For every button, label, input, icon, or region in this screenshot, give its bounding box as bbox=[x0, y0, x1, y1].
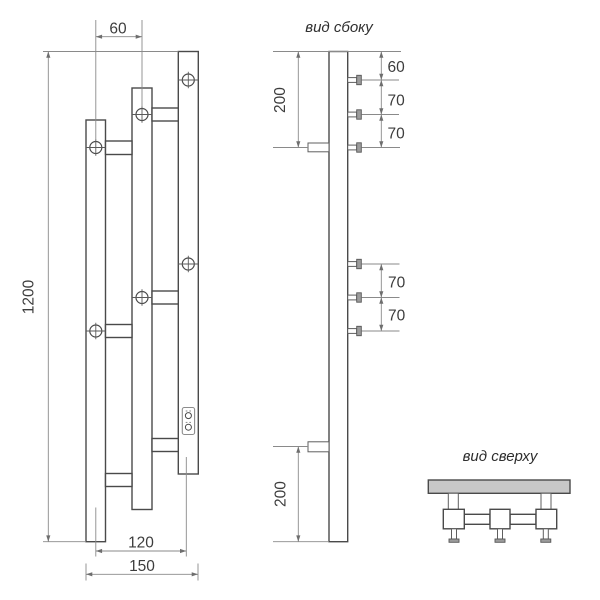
front-view-dimensions: 60 1200 120 150 bbox=[21, 20, 199, 581]
dim-label-wall-offset-top: 200 bbox=[272, 87, 289, 113]
mounting-hole-mid-upper bbox=[132, 106, 152, 123]
mounting-hole-right-lower bbox=[178, 255, 199, 273]
wall-stud-left bbox=[447, 492, 459, 511]
dim-label-wall-offset-bottom: 200 bbox=[273, 481, 290, 507]
dim-label-step-upper-2: 70 bbox=[388, 126, 406, 143]
dim-label-span-centers: 120 bbox=[128, 535, 154, 552]
wall-stud-right bbox=[540, 492, 552, 511]
hook-foot-left bbox=[448, 538, 460, 543]
side-view-post bbox=[328, 50, 349, 543]
crossbar-left-mid-upper bbox=[104, 140, 133, 156]
top-view: вид сверху bbox=[427, 448, 571, 543]
dim-60-top: 60 bbox=[95, 20, 143, 140]
crossbar-mid-right-lower bbox=[151, 437, 179, 453]
mounting-hole-left-upper bbox=[86, 139, 106, 156]
control-panel bbox=[181, 406, 196, 436]
dim-label-overall-height: 1200 bbox=[21, 279, 38, 314]
hook-peg-3 bbox=[347, 142, 362, 153]
dim-steps-lower: 70 70 bbox=[361, 263, 406, 332]
hook-peg-5 bbox=[347, 292, 362, 303]
hook-foot-middle bbox=[494, 538, 506, 543]
wall-bracket-lower bbox=[307, 441, 330, 453]
side-view: вид сбоку bbox=[305, 19, 374, 543]
mounting-hole-left-lower bbox=[86, 322, 106, 340]
dim-label-step-upper-1: 70 bbox=[388, 93, 406, 110]
connecting-rail-right bbox=[509, 513, 537, 525]
hook-peg-6 bbox=[347, 325, 362, 337]
hook-leg-right bbox=[540, 528, 552, 543]
dim-200-top: 200 bbox=[272, 51, 308, 148]
wall bbox=[427, 479, 571, 495]
dim-label-step-lower-2: 70 bbox=[388, 308, 406, 325]
top-view-post-right bbox=[535, 508, 558, 530]
hook-peg-1 bbox=[347, 74, 362, 86]
crossbar-left-mid-middle bbox=[104, 323, 133, 339]
dim-label-step-lower-1: 70 bbox=[388, 275, 406, 292]
dim-label-top-gap: 60 bbox=[388, 59, 406, 76]
hook-peg-2 bbox=[347, 109, 362, 120]
dim-label-post-spacing: 60 bbox=[109, 21, 127, 38]
top-view-title: вид сверху bbox=[463, 448, 539, 465]
side-view-title: вид сбоку bbox=[305, 19, 374, 36]
control-button-bottom bbox=[184, 423, 192, 431]
dim-steps-upper: 60 70 70 bbox=[361, 51, 406, 148]
connecting-rail-left bbox=[463, 513, 491, 525]
mounting-hole-right-upper bbox=[178, 71, 199, 89]
dim-label-span-overall: 150 bbox=[129, 558, 155, 575]
mounting-hole-mid-lower bbox=[132, 289, 152, 306]
control-button-top bbox=[184, 412, 192, 420]
hook-leg-left bbox=[448, 528, 460, 543]
top-view-post-middle bbox=[489, 508, 511, 530]
dim-120-bottom: 120 bbox=[95, 457, 187, 557]
hook-peg-4 bbox=[347, 258, 362, 270]
front-view bbox=[85, 50, 200, 543]
top-view-post-left bbox=[442, 508, 465, 530]
dim-150-bottom: 150 bbox=[85, 558, 199, 581]
hook-leg-middle bbox=[494, 528, 506, 543]
side-view-dimensions: 200 60 70 70 70 70 200 bbox=[272, 51, 406, 543]
hook-foot-right bbox=[540, 538, 552, 543]
crossbar-mid-right-upper bbox=[151, 107, 179, 122]
dim-1200-height: 1200 bbox=[21, 51, 179, 543]
dim-200-bottom: 200 bbox=[273, 446, 329, 543]
wall-bracket-upper bbox=[307, 142, 330, 153]
crossbar-left-mid-lower bbox=[104, 472, 133, 488]
crossbar-mid-right-middle bbox=[151, 290, 179, 305]
